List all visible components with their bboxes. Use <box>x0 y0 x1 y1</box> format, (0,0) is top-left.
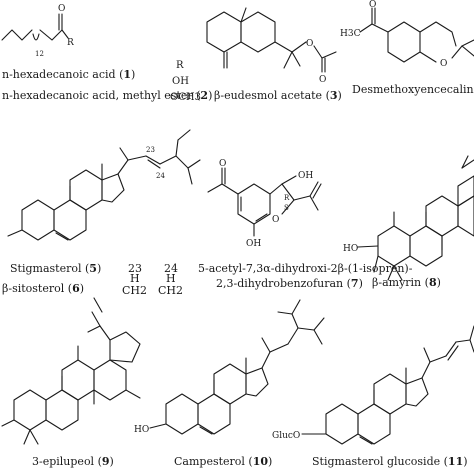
structure-eudesmol-acetate: O O <box>206 7 337 85</box>
structure-campesterol: HO <box>134 299 325 435</box>
label-compound-5: Stigmasterol (5) <box>10 262 102 275</box>
subscript-12: 12 <box>35 50 44 58</box>
atom-o-4b: O <box>440 59 447 69</box>
atom-oh-7b: OH <box>298 171 313 181</box>
atom-ho-8: HO <box>343 244 358 254</box>
label-compound-10: Campesterol (10) <box>174 455 273 468</box>
atom-o-7b: O <box>272 215 279 225</box>
atom-oh-7: OH <box>246 239 261 249</box>
atom-o-7: O <box>219 159 226 169</box>
label-compound-9: 3-epilupeol (9) <box>32 455 114 468</box>
atom-gluco-11: GlucO <box>272 431 300 441</box>
atom-o-4: O <box>369 0 376 10</box>
table-pos-5-a: H <box>130 272 140 285</box>
atom-r-1: R <box>67 38 74 48</box>
label-c23: 23 <box>146 146 155 154</box>
structure-stigmasterol: 23 24 <box>7 129 201 241</box>
table-pos-5-b: H <box>166 272 176 285</box>
table-pos-6-b: CH2 <box>158 284 184 297</box>
structure-3-epilupeol <box>1 297 141 445</box>
label-compound-7-line2: 2,3-dihydrobenzofuran (7) <box>216 277 363 290</box>
label-compound-3: β-eudesmol acetate (3) <box>214 89 342 102</box>
table-r-1: OH <box>172 76 189 87</box>
structure-desmethoxyencecalin: H3C O O <box>340 0 474 69</box>
label-compound-11: Stigmasterol glucoside (11) <box>312 455 468 468</box>
table-pos-6-a: CH2 <box>122 284 148 297</box>
label-compound-7-line1: 5-acetyl-7,3α-dihydroxi-2β-(1-isopren)- <box>198 262 413 275</box>
structure-fatty-acid: O R 12 <box>1 4 74 58</box>
atom-h3c-4: H3C <box>340 29 361 39</box>
label-compound-4: Desmethoxyencecalin <box>352 83 474 96</box>
label-c24: 24 <box>156 172 165 180</box>
stereo-r-7: R <box>284 194 290 202</box>
label-compound-1: n-hexadecanoic acid (1) <box>2 68 136 81</box>
table-pos-h23: 23 <box>128 262 142 275</box>
table-r-2: OCH3 <box>170 92 201 103</box>
structure-stigmasterol-glucoside: GlucO <box>272 325 474 445</box>
atom-o-1: O <box>58 4 65 14</box>
label-compound-6: β-sitosterol (6) <box>2 282 85 295</box>
atom-o-3: O <box>306 39 313 49</box>
structure-benzofuran: O OH O OH R S <box>207 159 322 249</box>
label-compound-8: β-amyrin (8) <box>372 276 441 289</box>
table-r-header: R <box>176 60 184 71</box>
stereo-s-7: S <box>284 204 289 212</box>
atom-o-3b: O <box>319 75 326 85</box>
table-pos-h24: 24 <box>164 262 178 275</box>
label-compound-2: n-hexadecanoic acid, methyl ester (2) <box>2 89 213 102</box>
atom-ho-10: HO <box>134 425 149 435</box>
structure-beta-amyrin: HO <box>343 155 474 281</box>
